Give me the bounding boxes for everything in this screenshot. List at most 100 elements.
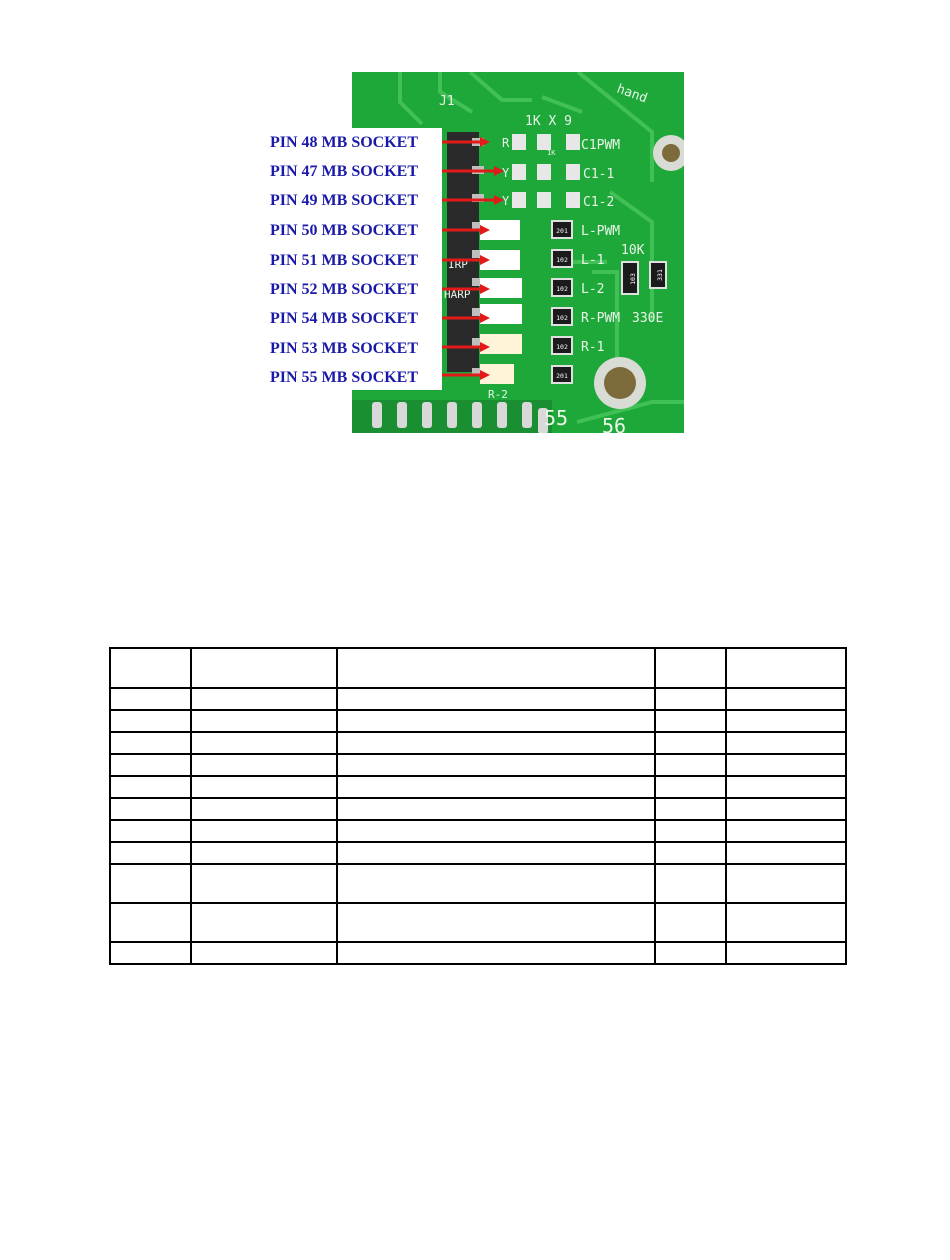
mounting-hole-bottom <box>594 357 646 409</box>
pin-label: PIN 51 MB SOCKET <box>270 252 419 269</box>
pin-label: PIN 48 MB SOCKET <box>270 134 419 151</box>
table-row <box>109 841 847 865</box>
table-cell <box>109 709 192 733</box>
table-cell <box>109 902 192 943</box>
table-row <box>109 941 847 965</box>
table-cell <box>190 841 338 865</box>
signal-label: L-PWM <box>581 224 620 239</box>
signal-label: L-1 <box>581 253 604 268</box>
table-cell <box>336 753 656 777</box>
pad-mark: Y <box>502 166 510 180</box>
resistor-value-label: 10K <box>621 243 645 258</box>
table-cell <box>725 775 847 799</box>
pin-label: PIN 50 MB SOCKET <box>270 222 419 239</box>
table-header-cell <box>190 647 338 689</box>
signal-label: C1-1 <box>583 167 614 182</box>
table-cell <box>190 797 338 821</box>
table-cell <box>725 753 847 777</box>
table-cell <box>654 687 727 711</box>
table-cell <box>654 941 727 965</box>
table-row <box>109 902 847 943</box>
table-row <box>109 731 847 755</box>
table-cell <box>654 863 727 904</box>
parts-table <box>109 647 847 965</box>
pin-label: PIN 47 MB SOCKET <box>270 163 419 180</box>
smd-resistors <box>551 220 667 384</box>
table-cell <box>190 687 338 711</box>
resistor-array-label: 1K X 9 <box>525 114 572 129</box>
resistor-code: 102 <box>556 314 568 322</box>
pin-label: PIN 49 MB SOCKET <box>270 192 419 209</box>
signal-label: L-2 <box>581 282 604 297</box>
table-cell <box>336 841 656 865</box>
table-header-cell <box>336 647 656 689</box>
table-cell <box>109 775 192 799</box>
resistor-code: 201 <box>556 227 568 235</box>
pad-mark: Y <box>502 194 510 208</box>
table-cell <box>654 775 727 799</box>
table-cell <box>654 797 727 821</box>
pin-label: PIN 54 MB SOCKET <box>270 310 419 327</box>
table-cell <box>654 902 727 943</box>
table-cell <box>336 863 656 904</box>
table-cell <box>336 775 656 799</box>
table-cell <box>190 819 338 843</box>
table-cell <box>109 797 192 821</box>
callout-arrows <box>442 137 504 380</box>
pin-number-label: 56 <box>602 414 626 433</box>
table-row <box>109 819 847 843</box>
pin-label: PIN 52 MB SOCKET <box>270 281 419 298</box>
table-cell <box>725 797 847 821</box>
table-cell <box>725 902 847 943</box>
table-cell <box>725 709 847 733</box>
resistor-code: 201 <box>556 372 568 380</box>
table-cell <box>336 902 656 943</box>
table-cell <box>336 687 656 711</box>
small-code: 1K <box>547 149 556 157</box>
signal-label: R-1 <box>581 340 604 355</box>
table-cell <box>190 775 338 799</box>
pin-label: PIN 55 MB SOCKET <box>270 369 419 386</box>
signal-label: C1-2 <box>583 195 614 210</box>
table-cell <box>336 797 656 821</box>
table-cell <box>190 863 338 904</box>
table-cell <box>725 863 847 904</box>
pcb-traces <box>352 72 684 424</box>
silk-label: R-2 <box>488 388 508 401</box>
resistor-code: 102 <box>556 343 568 351</box>
table-header-cell <box>109 647 192 689</box>
bottom-header-pins <box>352 400 552 433</box>
table-cell <box>725 731 847 755</box>
table-cell <box>725 819 847 843</box>
mounting-hole-top <box>653 135 684 171</box>
resistor-code: 102 <box>556 285 568 293</box>
table-cell <box>654 819 727 843</box>
side-label: HARP <box>444 288 471 301</box>
pin-number-label: 55 <box>544 406 568 430</box>
table-cell <box>109 819 192 843</box>
pin-label-panel: PIN 48 MB SOCKET PIN 47 MB SOCKET PIN 49… <box>262 128 442 390</box>
table-cell <box>336 819 656 843</box>
resistor-code: 331 <box>656 269 664 281</box>
table-cell <box>725 841 847 865</box>
table-cell <box>654 753 727 777</box>
table-cell <box>654 709 727 733</box>
connector-label: J1 <box>439 94 455 109</box>
table-row <box>109 709 847 733</box>
table-row <box>109 863 847 904</box>
table-row <box>109 753 847 777</box>
table-cell <box>109 863 192 904</box>
table-cell <box>190 731 338 755</box>
smd-pads <box>480 134 580 384</box>
table-cell <box>336 731 656 755</box>
table-row <box>109 797 847 821</box>
table-cell <box>725 687 847 711</box>
table-cell <box>109 687 192 711</box>
table-cell <box>190 941 338 965</box>
table-header-cell <box>725 647 847 689</box>
table-cell <box>336 941 656 965</box>
table-cell <box>654 841 727 865</box>
table-cell <box>654 731 727 755</box>
signal-label: C1PWM <box>581 138 620 153</box>
resistor-value-label: 330E <box>632 311 663 326</box>
